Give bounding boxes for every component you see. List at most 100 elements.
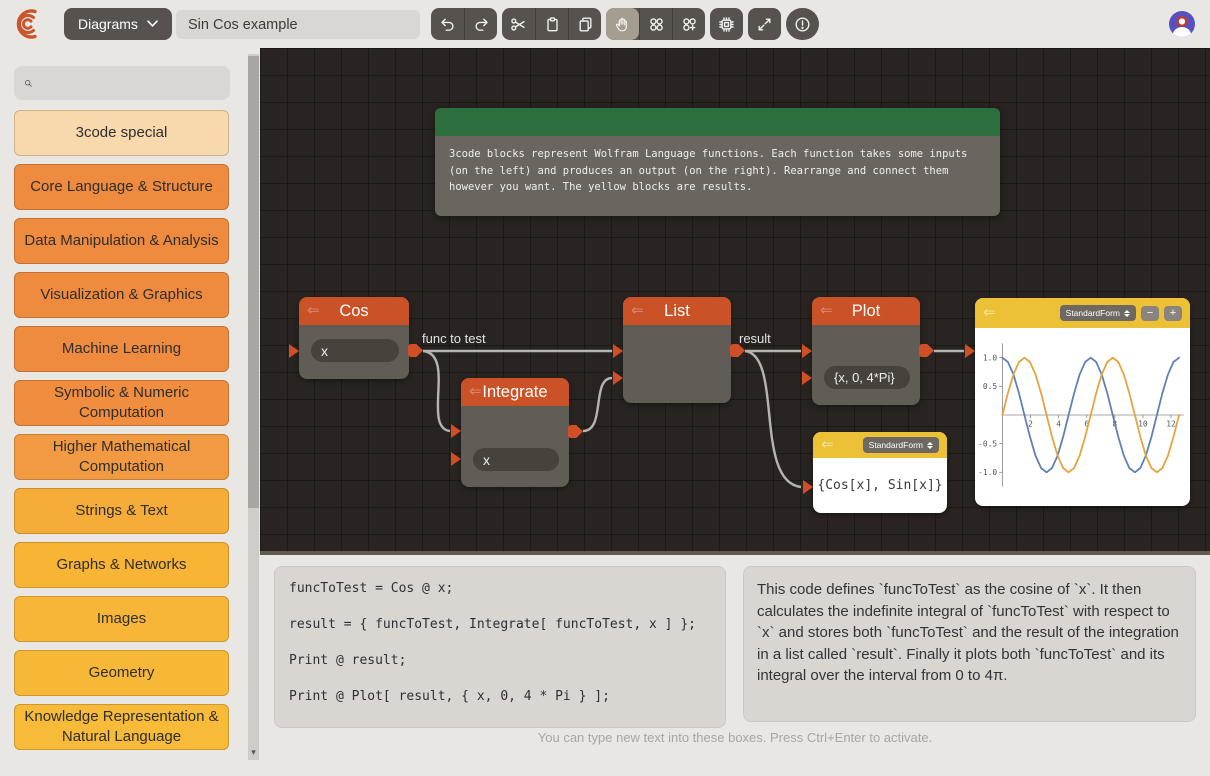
plot-result-input-port[interactable] <box>965 344 975 358</box>
code-line: Print @ result; <box>289 653 407 668</box>
scrollbar-thumb[interactable] <box>248 56 259 508</box>
node-plot-title: Plot <box>851 301 881 320</box>
node-plot-input-port-2[interactable] <box>802 371 812 385</box>
sidebar-item-symbolic-numeric[interactable]: Symbolic & Numeric Computation <box>14 380 229 426</box>
redo-icon <box>474 18 488 31</box>
wire-integrate-to-list <box>582 376 613 433</box>
sidebar-item-higher-math[interactable]: Higher Mathematical Computation <box>14 434 229 480</box>
sidebar-item-data-manipulation[interactable]: Data Manipulation & Analysis <box>14 218 229 264</box>
code-line: Print @ Plot[ result, { x, 0, 4 * Pi } ]… <box>289 689 610 704</box>
node-integrate-title: Integrate <box>482 382 548 401</box>
node-integrate[interactable]: ⇐Integrate x <box>451 378 583 487</box>
expand-icon <box>758 18 771 30</box>
wire-label-func-to-test: func to test <box>422 331 486 346</box>
chevron-down-icon <box>147 20 158 27</box>
paste-button[interactable] <box>535 8 568 40</box>
node-integrate-input-port-1[interactable] <box>451 424 461 438</box>
node-cos[interactable]: ⇐ Cos x <box>289 297 423 379</box>
node-list-input-port-1[interactable] <box>613 344 623 358</box>
description-text-box[interactable]: This code defines `funcToTest` as the co… <box>743 566 1196 722</box>
node-cos-title: Cos <box>339 301 369 320</box>
node-list-output-port[interactable] <box>730 344 745 357</box>
add-block-button[interactable] <box>672 8 705 40</box>
node-plot[interactable]: ⇐Plot {x, 0, 4*Pi} <box>802 297 934 405</box>
plot-zoom-out-button[interactable]: − <box>1141 305 1159 321</box>
undo-button[interactable] <box>431 8 464 40</box>
back-arrow-icon: ⇐ <box>469 383 482 400</box>
sidebar-item-3code-special[interactable]: 3code special <box>14 110 229 156</box>
node-list-input-port-2[interactable] <box>613 371 623 385</box>
sidebar-item-strings-text[interactable]: Strings & Text <box>14 488 229 534</box>
evaluate-button[interactable] <box>710 8 743 40</box>
plot-zoom-in-button[interactable]: + <box>1164 305 1182 321</box>
node-list[interactable]: ⇐List <box>613 297 745 403</box>
stdform-selector[interactable]: StandardForm <box>862 437 939 453</box>
diagram-canvas[interactable]: 3code blocks represent Wolfram Language … <box>260 48 1210 555</box>
svg-text:2: 2 <box>1028 420 1033 429</box>
scrollbar-down-arrow[interactable]: ▾ <box>251 747 256 757</box>
toolbar <box>431 8 819 40</box>
sidebar-scrollbar[interactable]: ▾ <box>248 54 259 760</box>
wire-list-to-stdform <box>744 349 802 489</box>
info-note-card[interactable]: 3code blocks represent Wolfram Language … <box>435 108 1000 216</box>
scissors-icon <box>511 17 525 31</box>
wire-label-result: result <box>739 331 771 346</box>
group-blocks-button[interactable] <box>639 8 672 40</box>
svg-text:-0.5: -0.5 <box>978 439 997 448</box>
updown-icon <box>927 441 933 449</box>
clipboard-icon <box>546 16 558 31</box>
sidebar-item-graphs-networks[interactable]: Graphs & Networks <box>14 542 229 588</box>
hand-icon <box>615 17 627 31</box>
node-cos-input-port[interactable] <box>289 344 299 358</box>
pan-tool-button[interactable] <box>606 8 639 40</box>
duplicate-button[interactable] <box>568 8 601 40</box>
info-button[interactable] <box>786 8 819 40</box>
sidebar-item-knowledge-representation[interactable]: Knowledge Representation & Natural Langu… <box>14 704 229 750</box>
fullscreen-button[interactable] <box>748 8 781 40</box>
bottom-panel: funcToTest = Cos @ x; result = { funcToT… <box>260 555 1210 776</box>
history-group <box>431 8 497 40</box>
node-plot-output-port[interactable] <box>919 344 934 357</box>
stdform-result-block[interactable]: ⇐ StandardForm {Cos[x], Sin[x]} <box>803 432 947 513</box>
four-circles-icon <box>649 17 663 31</box>
diagrams-label: Diagrams <box>78 16 138 32</box>
node-integrate-input-port-2[interactable] <box>451 452 461 466</box>
node-plot-input-port-1[interactable] <box>802 344 812 358</box>
node-integrate-input-field[interactable]: x <box>473 448 559 471</box>
user-avatar[interactable] <box>1168 10 1196 38</box>
sidebar-item-geometry[interactable]: Geometry <box>14 650 229 696</box>
code-line: funcToTest = Cos @ x; <box>289 581 454 596</box>
sidebar: 3code special Core Language & Structure … <box>0 48 260 776</box>
sidebar-item-machine-learning[interactable]: Machine Learning <box>14 326 229 372</box>
info-note-header <box>435 108 1000 136</box>
topbar: Diagrams <box>0 0 1210 48</box>
svg-text:1.0: 1.0 <box>983 353 998 362</box>
redo-button[interactable] <box>464 8 497 40</box>
sidebar-item-core-language[interactable]: Core Language & Structure <box>14 164 229 210</box>
search-input[interactable] <box>39 75 220 91</box>
cut-button[interactable] <box>502 8 535 40</box>
plot-form-selector[interactable]: StandardForm <box>1059 305 1136 321</box>
back-arrow-icon: ⇐ <box>983 304 996 321</box>
svg-text:0.5: 0.5 <box>983 382 998 391</box>
node-cos-input-field[interactable]: x <box>311 339 399 362</box>
svg-text:6: 6 <box>1084 420 1089 429</box>
search-icon <box>25 79 32 87</box>
app-logo-icon[interactable] <box>8 4 44 44</box>
code-text-box[interactable]: funcToTest = Cos @ x; result = { funcToT… <box>274 566 726 728</box>
sidebar-item-images[interactable]: Images <box>14 596 229 642</box>
wire-cos-to-integrate <box>422 349 451 433</box>
node-cos-output-port[interactable] <box>408 344 423 357</box>
sidebar-item-visualization[interactable]: Visualization & Graphics <box>14 272 229 318</box>
stdform-input-port[interactable] <box>803 480 813 494</box>
diagrams-menu-button[interactable]: Diagrams <box>64 8 172 40</box>
node-list-title: List <box>664 301 690 320</box>
info-icon <box>795 16 810 32</box>
back-arrow-icon: ⇐ <box>307 302 320 319</box>
svg-text:10: 10 <box>1138 420 1148 429</box>
document-title-input[interactable] <box>176 10 420 39</box>
node-plot-range-field[interactable]: {x, 0, 4*Pi} <box>824 366 910 389</box>
node-integrate-output-port[interactable] <box>568 425 583 438</box>
